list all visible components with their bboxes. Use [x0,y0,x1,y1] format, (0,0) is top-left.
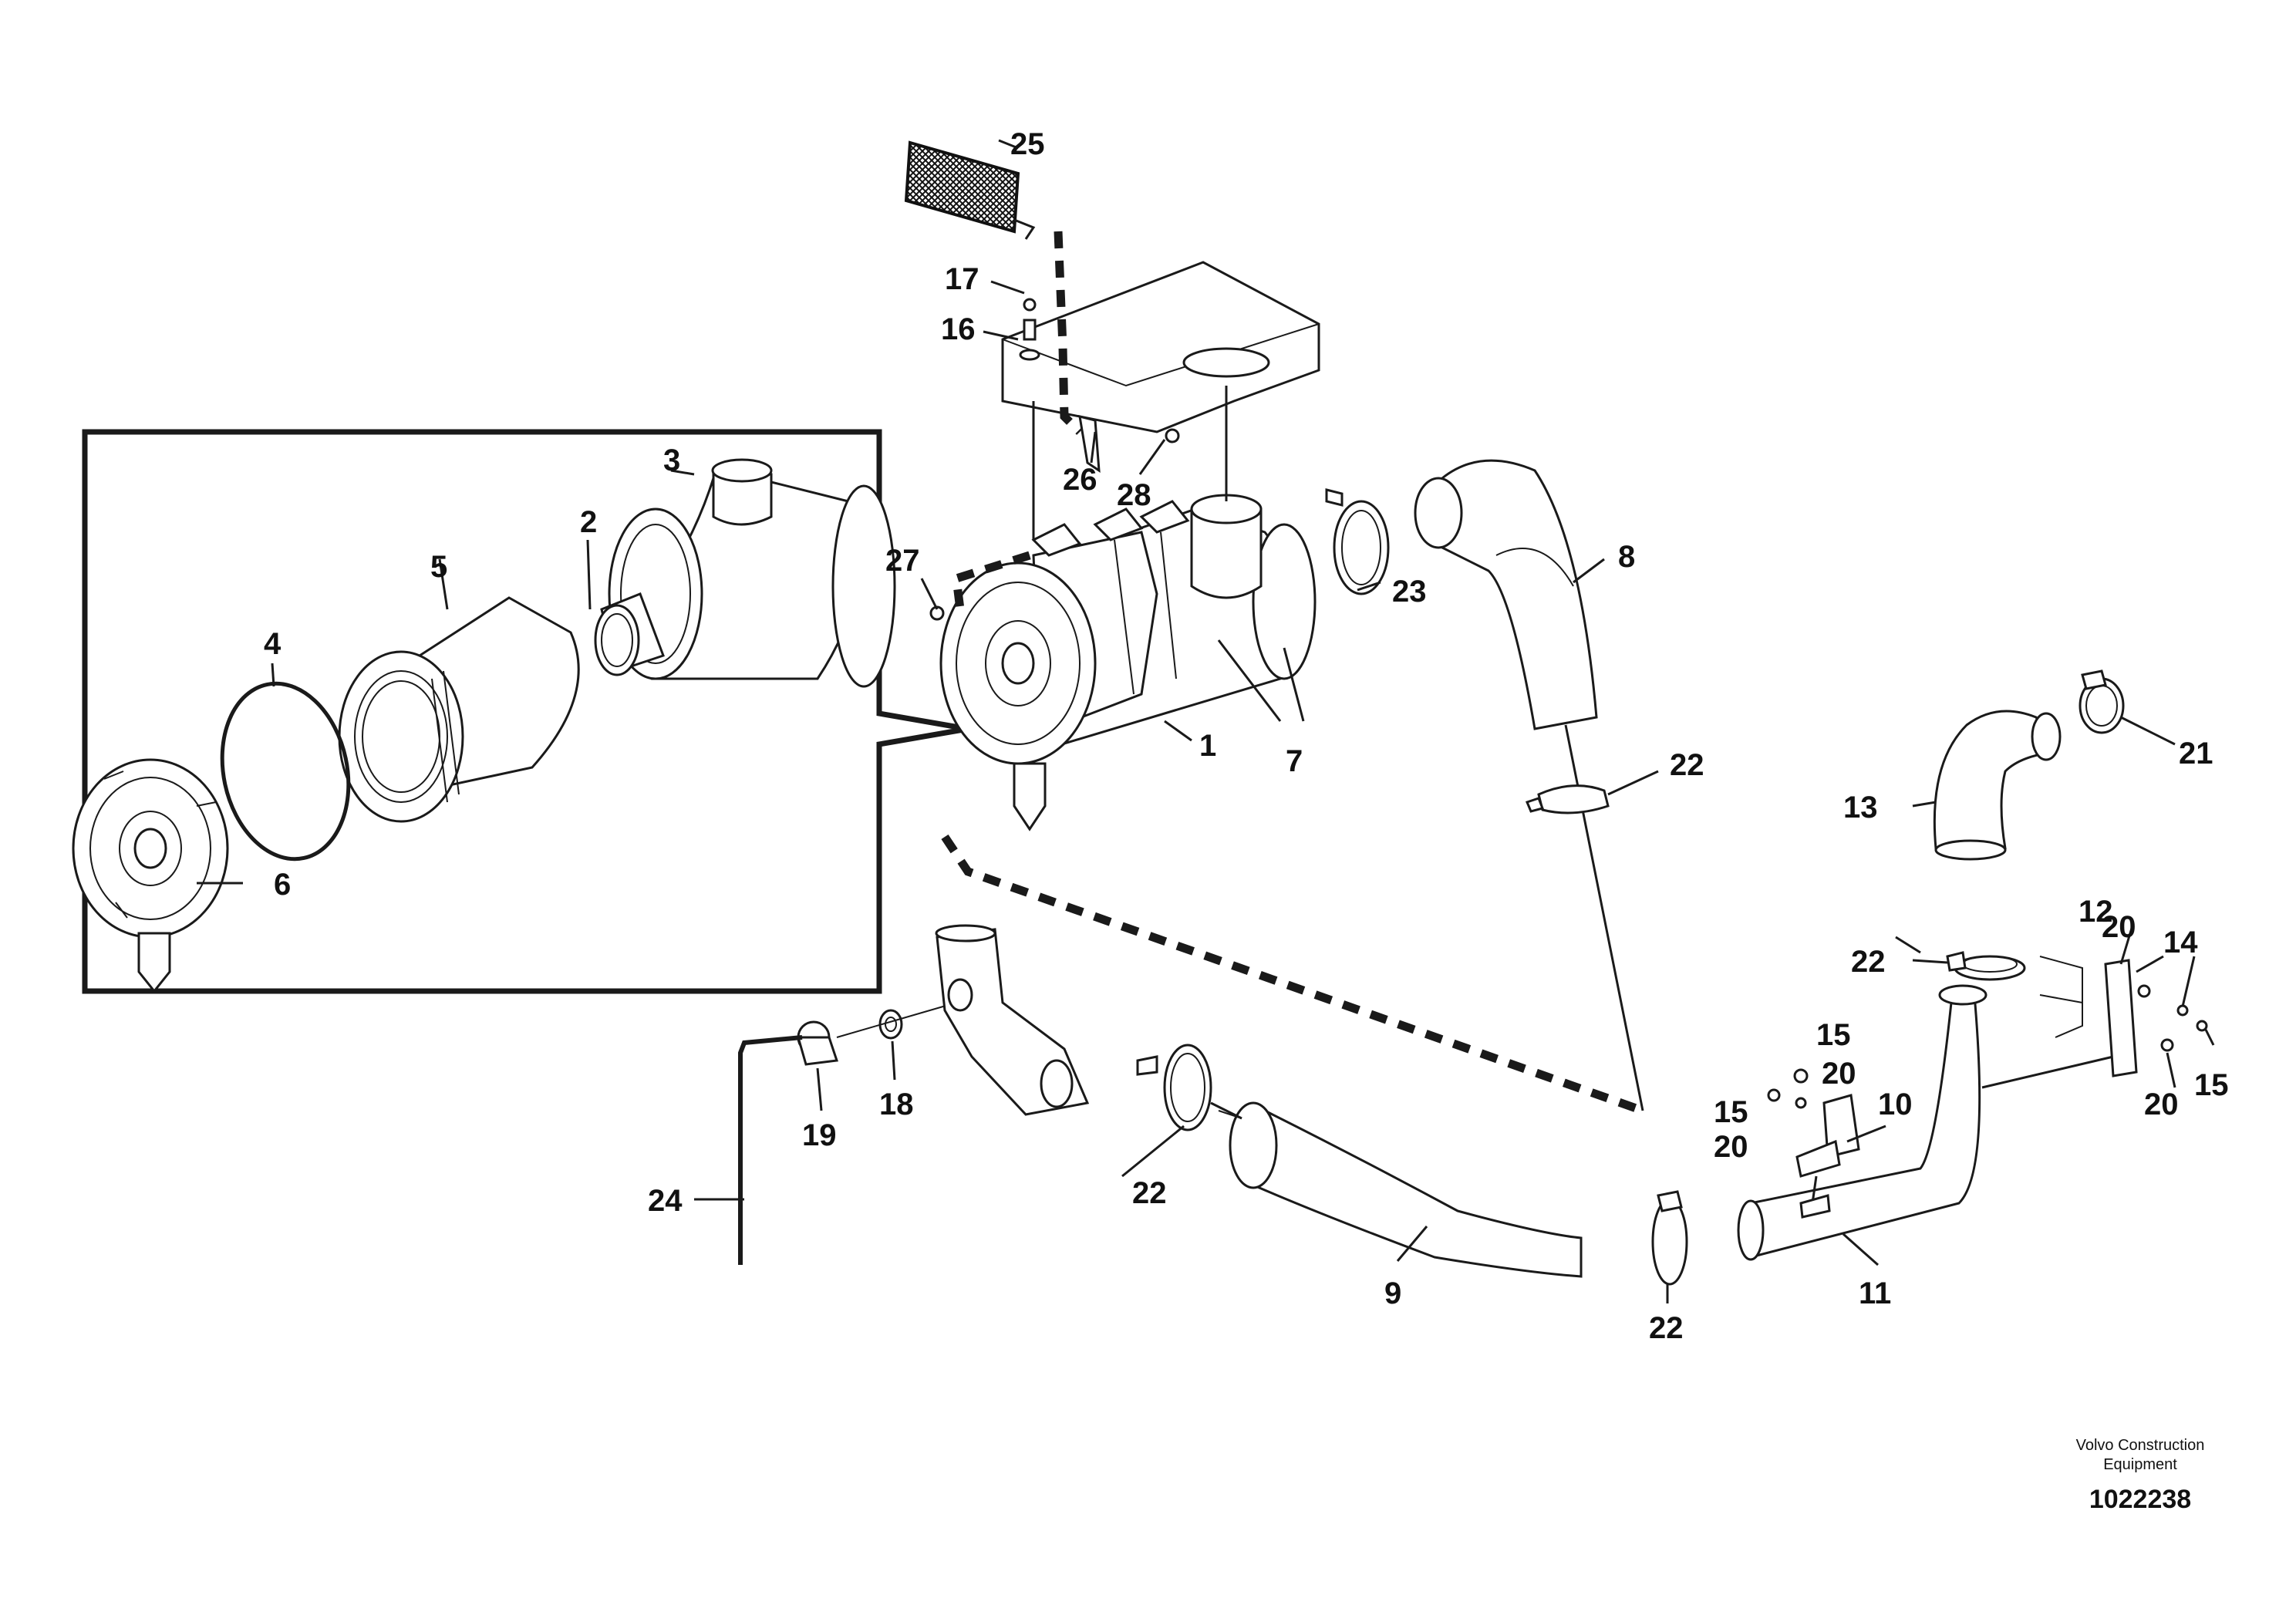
clamp-22-right [1946,951,2026,981]
leader-lines [197,139,2215,1303]
clamp-22-lower [1651,1190,1688,1286]
callout-11: 11 [1859,1276,1891,1310]
callout-22d: 22 [1649,1311,1684,1345]
callout-15a: 15 [1816,1018,1851,1052]
callout-20a: 20 [2102,910,2136,944]
callout-10: 10 [1878,1088,1913,1121]
mesh-screen-part-25 [904,140,1036,240]
air-filter-assembly [939,494,1317,831]
elbow-part-13 [1933,710,2062,861]
mounting-bracket [1001,261,1320,540]
callout-19: 19 [802,1118,837,1152]
callout-2: 2 [580,505,597,539]
callout-3: 3 [663,443,680,477]
fasteners-top [929,298,1180,621]
callout-20b: 20 [1822,1057,1856,1091]
tube-part-24 [738,1035,803,1265]
detail-box [82,429,969,994]
callout-15c: 15 [2194,1068,2229,1102]
callout-labels: 1 2 3 4 5 6 7 8 9 10 11 12 13 14 15 15 1… [264,127,2229,1345]
elbow-hose-part-8 [1414,459,1644,1111]
callout-15b: 15 [1714,1095,1748,1129]
callout-4: 4 [264,627,282,661]
filter-element-part-5 [338,596,580,823]
callout-18: 18 [879,1088,914,1121]
callout-22a: 22 [1670,748,1704,782]
callout-22c: 22 [1132,1176,1167,1210]
clamp-22-mid [1136,1044,1212,1131]
intake-elbow [935,924,1090,1116]
pipe-part-11 [1737,984,2114,1261]
callout-23: 23 [1392,575,1427,609]
company-name-line2: Equipment [2103,1456,2177,1473]
o-ring-part-4 [220,681,351,862]
safety-filter-part-2 [594,592,665,676]
sensor-part-19 [797,1020,839,1066]
callout-9: 9 [1384,1276,1401,1310]
leader-sensor [836,1002,957,1038]
callout-14: 14 [2163,926,2198,959]
clamp-22-upper [1525,784,1610,814]
callout-6: 6 [274,868,291,902]
callout-22b: 22 [1851,945,1886,979]
callout-1: 1 [1199,729,1216,763]
callout-28: 28 [1117,478,1151,512]
callout-16: 16 [941,312,976,346]
callout-20c: 20 [1714,1130,1748,1164]
company-name-line1: Volvo Construction [2076,1437,2205,1454]
callout-12: 12 [2079,895,2113,929]
callout-26: 26 [1063,463,1097,497]
hose-part-9 [1210,1101,1583,1278]
callout-8: 8 [1618,540,1635,574]
callout-7: 7 [1286,744,1303,778]
callout-24: 24 [648,1184,683,1218]
cover-part-6 [72,758,229,993]
callout-21: 21 [2179,737,2213,771]
callout-5: 5 [430,550,447,584]
callout-13: 13 [1843,791,1878,824]
callout-25: 25 [1010,127,1045,161]
dashed-connectors [941,231,1644,1115]
callout-17: 17 [945,262,979,296]
clamp-part-23 [1325,488,1390,595]
drawing-number: 1022238 [2089,1485,2191,1514]
footer: Volvo Construction Equipment 1022238 [2076,1437,2205,1514]
clamp-part-21 [2079,669,2125,734]
callout-27: 27 [885,544,920,578]
callout-20d: 20 [2144,1088,2179,1121]
bracket-part-12 [2039,956,2208,1077]
